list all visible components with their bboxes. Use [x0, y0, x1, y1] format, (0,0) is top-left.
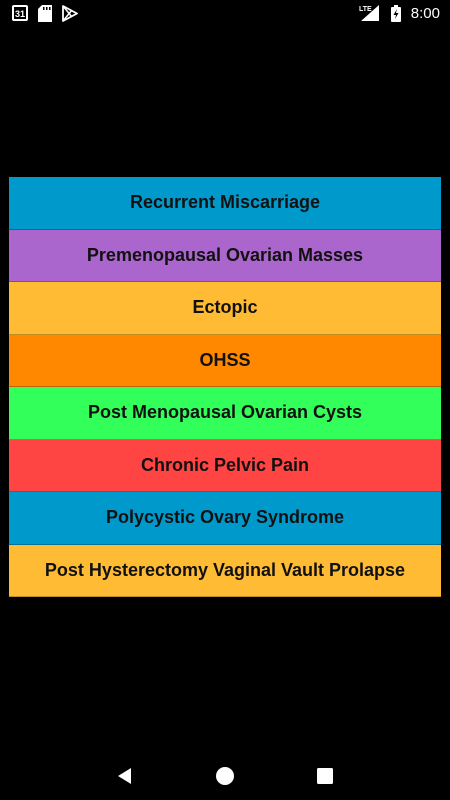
- svg-text:LTE: LTE: [359, 6, 372, 13]
- menu-item[interactable]: Polycystic Ovary Syndrome: [9, 492, 441, 545]
- menu-item-label: Post Hysterectomy Vaginal Vault Prolapse: [44, 559, 406, 580]
- menu-item[interactable]: Post Hysterectomy Vaginal Vault Prolapse: [9, 544, 441, 597]
- status-bar: 31 LTE 8:00: [0, 0, 450, 26]
- menu-item[interactable]: Ectopic: [9, 282, 441, 335]
- signal-icon: LTE: [359, 4, 381, 22]
- recents-icon[interactable]: [313, 764, 337, 788]
- menu-item[interactable]: Post Menopausal Ovarian Cysts: [9, 387, 441, 440]
- menu-item[interactable]: Premenopausal Ovarian Masses: [9, 229, 441, 282]
- status-left: 31: [12, 4, 78, 22]
- menu-item-label: Ectopic: [192, 297, 258, 318]
- status-right: LTE 8:00: [359, 4, 440, 22]
- battery-charging-icon: [390, 4, 401, 22]
- back-icon[interactable]: [113, 764, 137, 788]
- menu-item[interactable]: OHSS: [9, 334, 441, 387]
- home-icon[interactable]: [213, 764, 237, 788]
- navigation-bar: [0, 752, 450, 800]
- menu-item-label: Post Menopausal Ovarian Cysts: [87, 402, 363, 423]
- calendar-icon: 31: [12, 5, 28, 21]
- play-store-icon: [62, 4, 78, 22]
- menu-item-label: OHSS: [199, 349, 251, 370]
- clock: 8:00: [410, 4, 440, 22]
- sd-card-icon: [38, 4, 52, 22]
- menu-item[interactable]: Chronic Pelvic Pain: [9, 439, 441, 492]
- menu-item-label: Polycystic Ovary Syndrome: [105, 507, 345, 528]
- menu-item-label: Chronic Pelvic Pain: [140, 454, 310, 475]
- menu-item-label: Premenopausal Ovarian Masses: [86, 244, 364, 265]
- menu-item[interactable]: Recurrent Miscarriage: [9, 177, 441, 230]
- menu-item-label: Recurrent Miscarriage: [129, 192, 321, 213]
